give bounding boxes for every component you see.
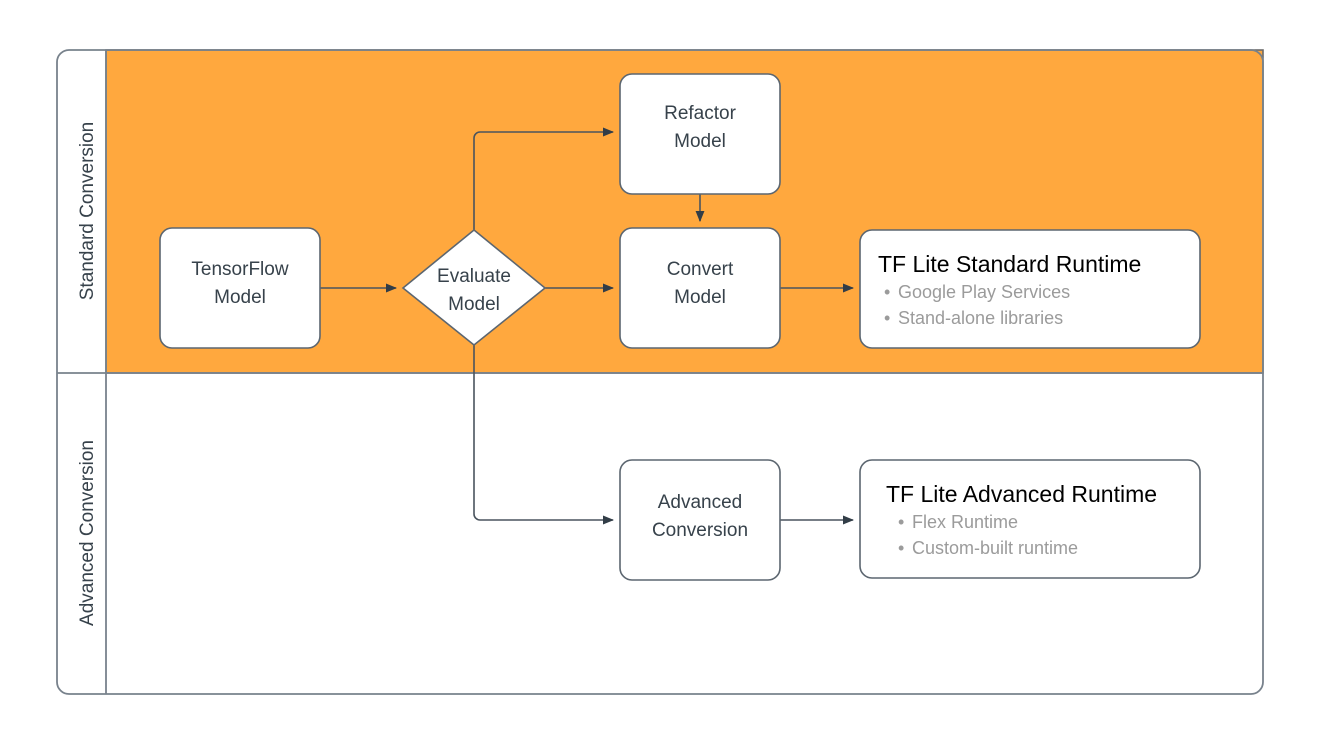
node-advanced-runtime-bullet-1: Flex Runtime xyxy=(912,512,1018,532)
bullet-glyph-icon: • xyxy=(898,512,904,532)
node-standard-runtime-bullet-1: Google Play Services xyxy=(898,282,1070,302)
node-advanced-runtime[interactable]: TF Lite Advanced Runtime • Flex Runtime … xyxy=(859,459,1201,579)
node-tensorflow-model-line1: TensorFlow xyxy=(191,259,288,280)
node-standard-runtime-title: TF Lite Standard Runtime xyxy=(878,251,1141,277)
node-refactor-model-shape[interactable] xyxy=(619,73,781,195)
node-standard-runtime-bullet-2: Stand-alone libraries xyxy=(898,308,1063,328)
lane-label-standard-conversion: Standard Conversion xyxy=(77,122,98,301)
lane-label-advanced-text: Advanced Conversion xyxy=(77,440,98,626)
bullet-glyph-icon: • xyxy=(884,308,890,328)
node-convert-model[interactable]: Convert Model xyxy=(619,227,781,349)
edge-layer xyxy=(320,127,855,525)
edge-evaluate-to-advanced-conversion xyxy=(473,345,615,525)
node-refactor-model-line2: Model xyxy=(674,131,726,152)
bullet-glyph-icon: • xyxy=(884,282,890,302)
node-refactor-model-line1: Refactor xyxy=(664,103,736,124)
node-tensorflow-model[interactable]: TensorFlow Model xyxy=(159,227,321,349)
node-advanced-runtime-bullet-2: Custom-built runtime xyxy=(912,538,1078,558)
node-convert-model-line2: Model xyxy=(674,287,726,308)
node-tensorflow-model-line2: Model xyxy=(214,287,266,308)
node-convert-model-shape[interactable] xyxy=(619,227,781,349)
node-evaluate-model[interactable]: Evaluate Model xyxy=(401,228,547,347)
bullet-glyph-icon: • xyxy=(898,538,904,558)
node-standard-runtime[interactable]: TF Lite Standard Runtime • Google Play S… xyxy=(859,229,1201,349)
node-refactor-model[interactable]: Refactor Model xyxy=(619,73,781,195)
node-evaluate-model-line1: Evaluate xyxy=(437,266,511,287)
node-advanced-runtime-shape[interactable] xyxy=(859,459,1201,579)
node-convert-model-line1: Convert xyxy=(667,259,734,280)
node-advanced-conversion-line1: Advanced xyxy=(658,492,743,513)
node-advanced-conversion[interactable]: Advanced Conversion xyxy=(619,459,781,581)
node-tensorflow-model-shape[interactable] xyxy=(159,227,321,349)
node-advanced-runtime-title: TF Lite Advanced Runtime xyxy=(886,481,1157,507)
node-evaluate-model-line2: Model xyxy=(448,294,500,315)
edge-evaluate-to-refactor xyxy=(473,127,615,230)
node-evaluate-model-shape[interactable] xyxy=(401,228,547,347)
node-advanced-conversion-shape[interactable] xyxy=(619,459,781,581)
lane-label-standard-text: Standard Conversion xyxy=(77,122,98,301)
swimlane-outer-border xyxy=(56,49,1264,695)
node-advanced-conversion-line2: Conversion xyxy=(652,520,748,541)
node-standard-runtime-shape[interactable] xyxy=(859,229,1201,349)
lane-label-advanced-conversion: Advanced Conversion xyxy=(77,440,98,626)
